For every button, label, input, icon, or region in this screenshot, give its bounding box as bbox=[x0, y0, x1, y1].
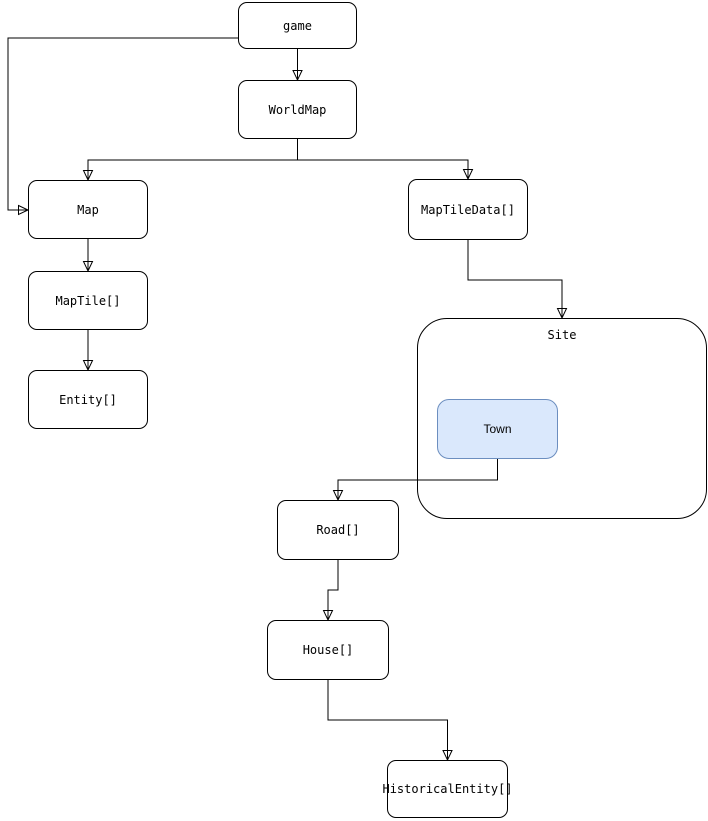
node-entity-array[interactable]: Entity[] bbox=[28, 370, 148, 429]
edge-maptiledata-site[interactable] bbox=[467, 240, 568, 320]
node-map-label: Map bbox=[77, 202, 99, 217]
node-road-array-label: Road[] bbox=[316, 523, 360, 537]
node-maptile-array-label: MapTile[] bbox=[55, 293, 121, 308]
node-site-label: Site bbox=[547, 328, 577, 342]
node-historicalentity-array-label: HistoricalEntity[] bbox=[382, 782, 513, 796]
edge-house-historicalentity[interactable] bbox=[327, 680, 453, 762]
node-game-label: game bbox=[283, 18, 312, 33]
node-house-array[interactable]: House[] bbox=[267, 620, 389, 680]
node-map[interactable]: Map bbox=[28, 180, 148, 239]
node-maptiledata-array-label: MapTileData[] bbox=[421, 202, 515, 217]
node-road-array[interactable]: Road[] bbox=[277, 500, 399, 560]
node-town[interactable]: Town bbox=[437, 399, 558, 459]
node-house-array-label: House[] bbox=[302, 643, 354, 657]
edge-road-house[interactable] bbox=[322, 560, 339, 622]
edge-worldmap-maptiledata[interactable] bbox=[297, 139, 474, 181]
node-maptiledata-array[interactable]: MapTileData[] bbox=[408, 179, 528, 240]
node-worldmap[interactable]: WorldMap bbox=[238, 80, 357, 139]
node-maptile-array[interactable]: MapTile[] bbox=[28, 271, 148, 330]
node-worldmap-label: WorldMap bbox=[268, 102, 327, 117]
node-town-label: Town bbox=[483, 422, 512, 436]
node-entity-array-label: Entity[] bbox=[59, 392, 117, 407]
node-historicalentity-array[interactable]: HistoricalEntity[] bbox=[382, 760, 513, 818]
node-game[interactable]: game bbox=[238, 2, 357, 49]
edge-worldmap-map[interactable] bbox=[82, 139, 298, 182]
